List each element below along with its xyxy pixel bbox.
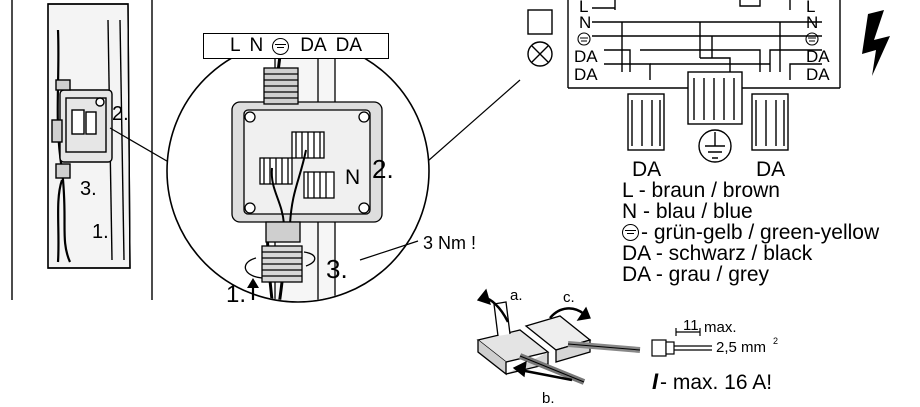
legend-row-N: N - blau / blue [622,201,879,222]
wago-step-c: c. [563,289,575,306]
strip-max-label: max. [704,319,737,336]
legend-row-L: L - braun / brown [622,180,879,201]
legend-text: DA - schwarz / black [622,242,813,265]
lightning-icon [862,10,890,76]
wago-connector-illustration [476,288,641,385]
zoom-detail [166,39,430,303]
label-ground-icon [272,37,290,55]
wd-right-N: N [806,13,818,32]
torque-label: 3 Nm ! [423,233,476,253]
wd-left-DA2: DA [574,65,598,84]
wd-right-L: L [806,0,815,16]
step-3-zoom-label: 3. [326,254,348,284]
wire-color-legend: L - braun / brown N - blau / blue - grün… [622,180,879,285]
wire-strip-illustration [651,328,712,357]
connector-label-da-left: DA [632,158,661,181]
step-2-small-label: 2. [112,103,129,125]
zoom-line [109,127,173,165]
zoom-n-label: N [345,166,360,189]
wd-left-L: L [579,0,588,16]
wago-step-b: b. [542,390,555,407]
label-DA1: DA [300,35,327,56]
ground-symbol-icon [622,224,639,241]
wd-right-DA1: DA [806,47,830,66]
overview-pole [11,0,153,300]
cross-section-sup: 2 [773,336,778,346]
strip-length: 11 [683,317,699,334]
legend-text: L - braun / brown [622,179,780,202]
wd-left-N: N [579,13,591,32]
step-3-small-label: 3. [80,178,97,200]
wiring-schematic [527,0,890,163]
zoom-line [419,79,521,169]
wd-left-DA1: DA [574,47,598,66]
label-DA2: DA [335,35,363,56]
wago-step-a: a. [510,287,523,304]
legend-row-DA-black: DA - schwarz / black [622,243,879,264]
step-2-zoom-label: 2. [372,154,394,184]
wd-left-ground-icon [577,32,591,46]
current-spec-text: - max. 16 A! [660,371,772,394]
switch-icon [527,9,553,35]
current-symbol: I [652,369,659,394]
wd-right-ground-icon [805,32,819,46]
connector-label-da-right: DA [756,158,785,181]
legend-row-DA-grey: DA - grau / grey [622,264,879,285]
label-N: N [249,35,264,56]
step-1-zoom-label: 1. [226,281,246,308]
torque-leader [359,240,419,261]
legend-text: - grün-gelb / green-yellow [641,221,880,244]
legend-row-ground: - grün-gelb / green-yellow [622,222,879,243]
legend-text: DA - grau / grey [622,263,770,286]
label-L: L [229,35,241,56]
terminal-label-box: L N DA DA [203,33,389,59]
legend-text: N - blau / blue [622,200,753,223]
wd-right-DA2: DA [806,65,830,84]
cross-section: 2,5 mm [716,339,766,356]
step-1-small-label: 1. [92,221,109,243]
